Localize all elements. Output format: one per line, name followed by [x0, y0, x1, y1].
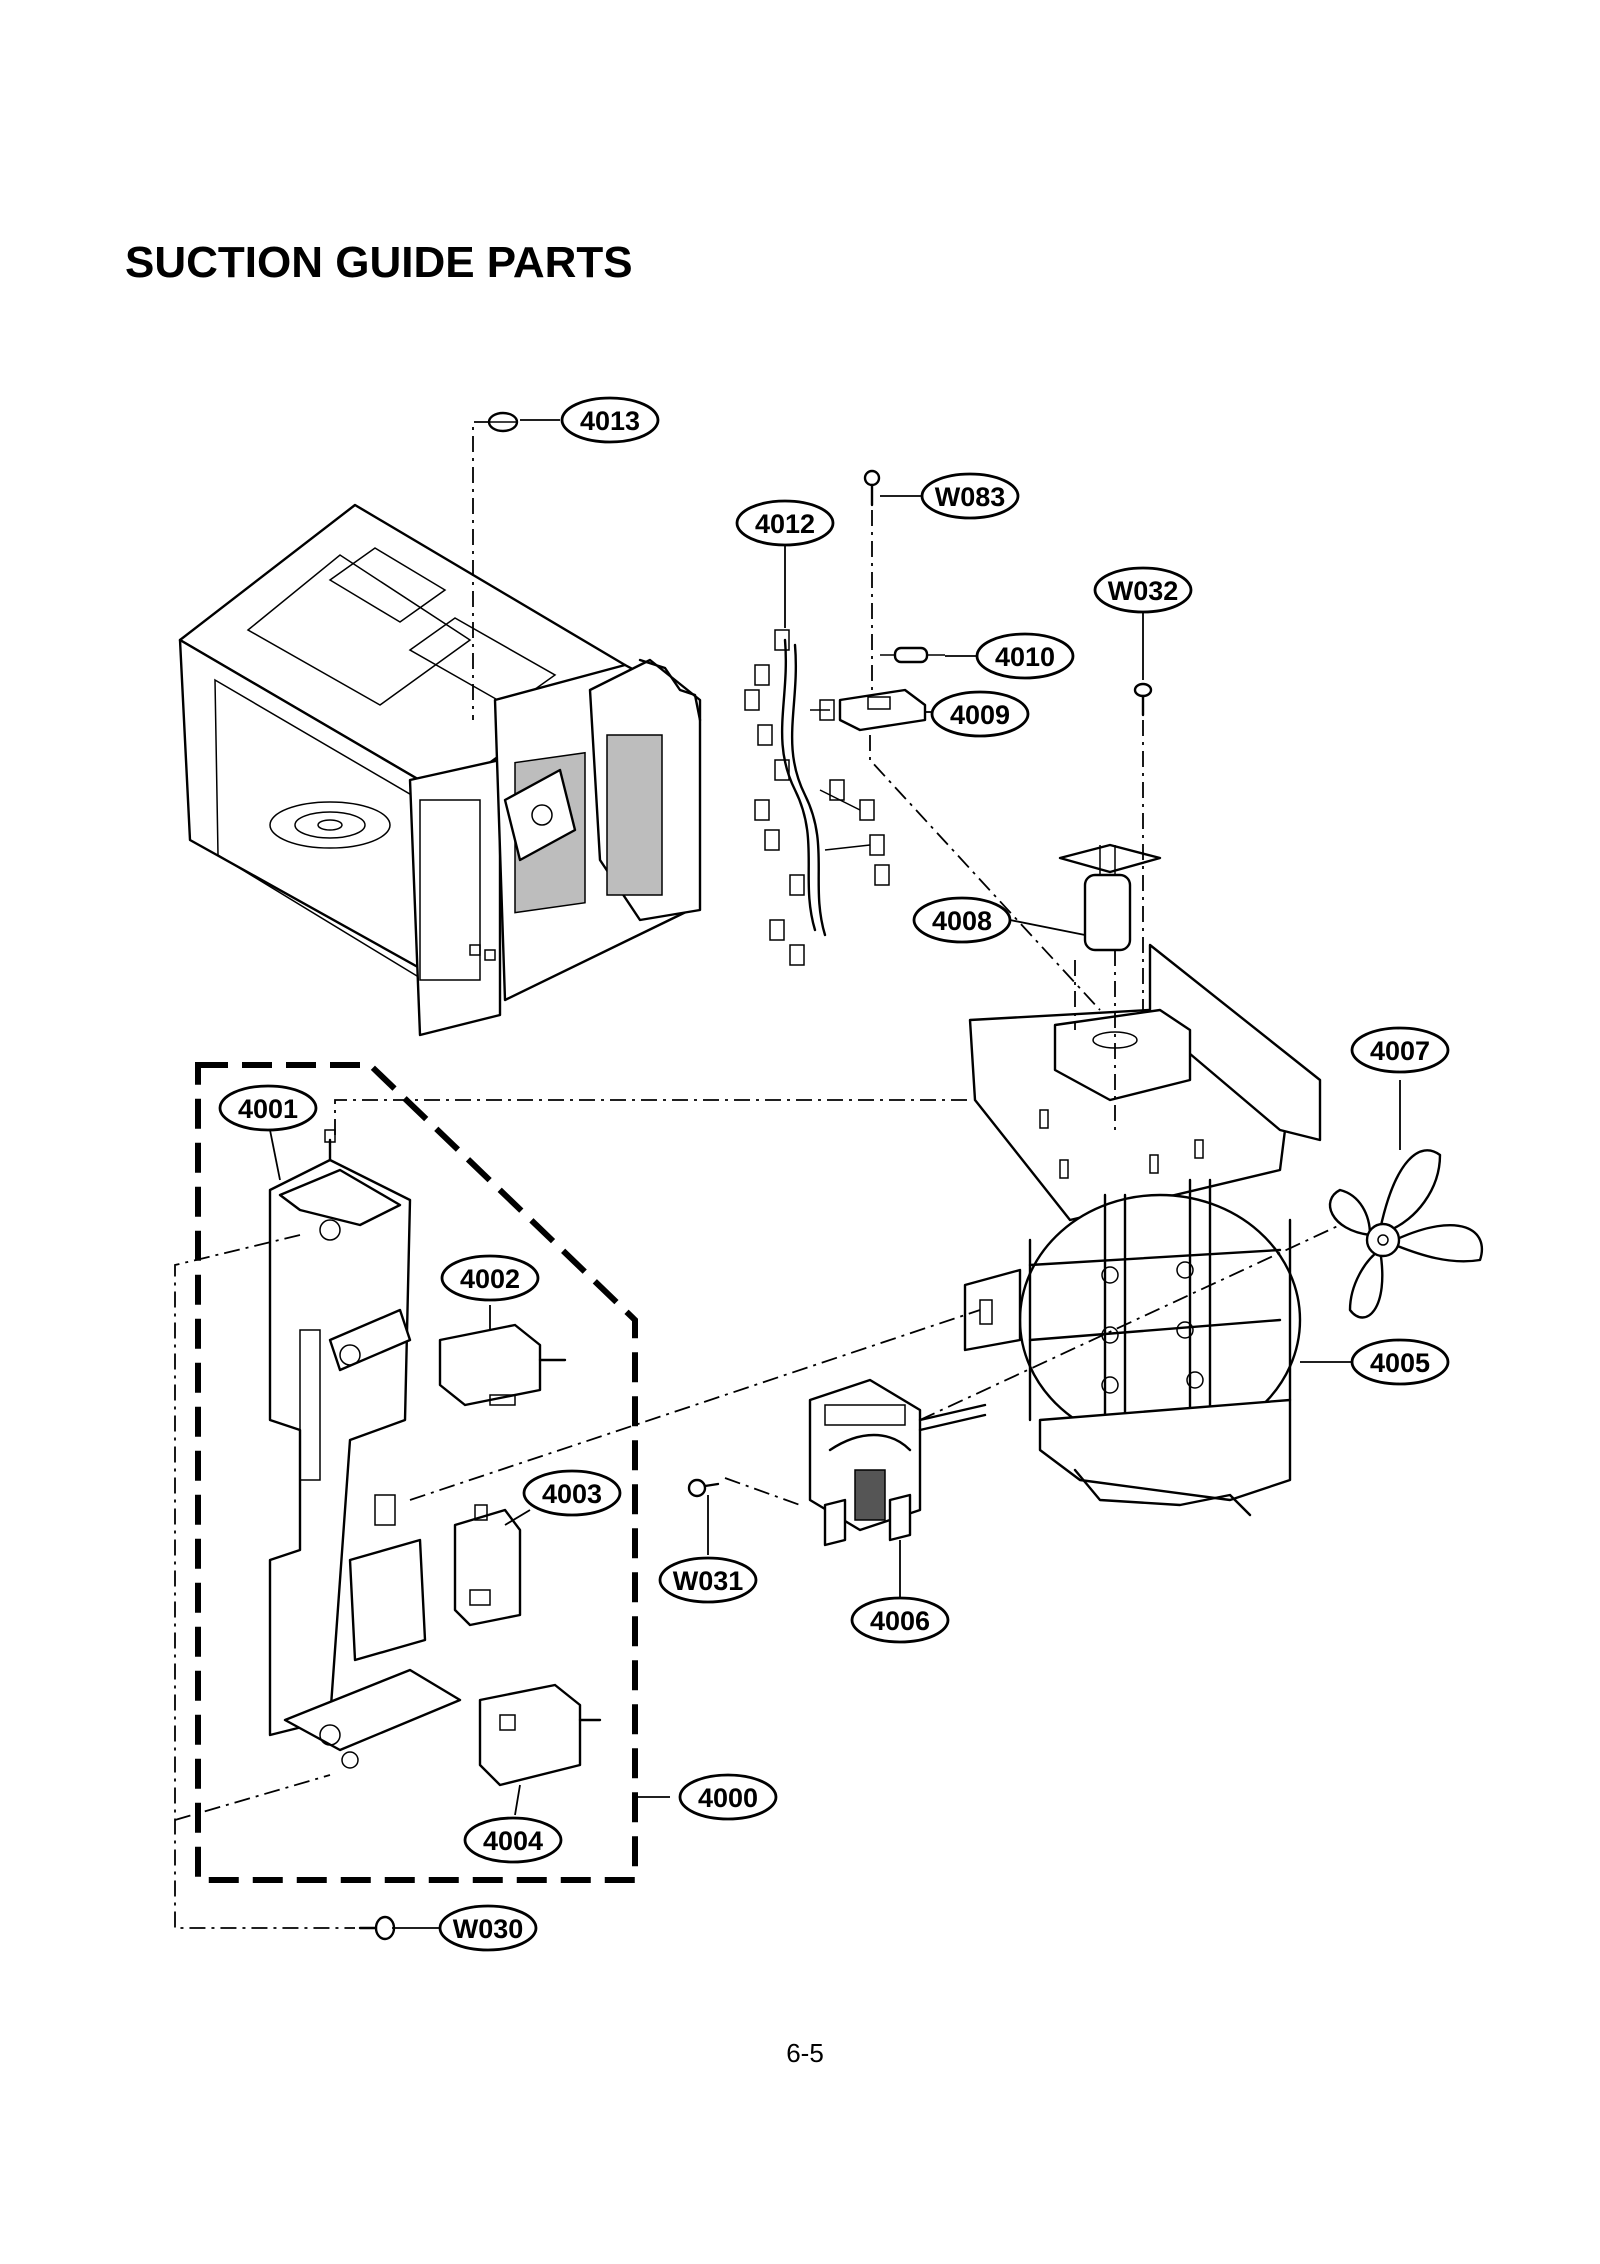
part-callout-4009: 4009 — [930, 690, 1030, 738]
fan-motor-4006-drawing — [687, 1378, 987, 1547]
part-callout-4012: 4012 — [735, 499, 835, 547]
switch-4004-drawing — [478, 1683, 602, 1787]
page-number: 6-5 — [786, 2038, 824, 2068]
fuse-holder-drawing — [838, 469, 945, 732]
part-callout-4005: 4005 — [1350, 1338, 1450, 1386]
part-number-label: W031 — [673, 1566, 744, 1596]
page-title: SUCTION GUIDE PARTS — [125, 238, 633, 287]
part-number-label: 4002 — [460, 1264, 520, 1294]
part-number-label: 4007 — [1370, 1036, 1430, 1066]
assembly-4000-boundary — [195, 1062, 638, 1883]
part-number-label: 4004 — [483, 1826, 543, 1856]
part-callout-4000: 4000 — [678, 1773, 778, 1821]
screw-w032-drawing — [1133, 682, 1153, 717]
callout-oval — [1350, 1338, 1450, 1386]
part-number-label: W032 — [1108, 576, 1179, 606]
part-number-label: 4001 — [238, 1094, 298, 1124]
part-callout-4008: 4008 — [912, 896, 1012, 944]
part-number-label: 4013 — [580, 406, 640, 436]
part-callout-4003: 4003 — [522, 1469, 622, 1517]
part-number-label: 4003 — [542, 1479, 602, 1509]
switch-4002-drawing — [438, 1323, 567, 1407]
suction-guide-4005-drawing — [963, 943, 1322, 1517]
wire-harness-drawing — [744, 629, 890, 966]
callout-oval — [522, 1469, 622, 1517]
part-callout-4006: 4006 — [850, 1596, 950, 1644]
callout-oval — [850, 1596, 950, 1644]
part-callout-4004: 4004 — [463, 1816, 563, 1864]
callout-oval — [912, 896, 1012, 944]
part-callout-4007: 4007 — [1350, 1026, 1450, 1074]
callout-oval — [438, 1904, 538, 1952]
switch-4003-drawing — [453, 1504, 522, 1627]
part-number-label: 4005 — [1370, 1348, 1430, 1378]
screw-w030-drawing — [358, 1915, 396, 1941]
callout-oval — [930, 690, 1030, 738]
part-number-label: 4008 — [932, 906, 992, 936]
part-callout-w032: W032 — [1093, 566, 1193, 614]
part-callout-4001: 4001 — [218, 1084, 318, 1132]
callout-oval — [678, 1773, 778, 1821]
part-number-label: W030 — [453, 1914, 524, 1944]
assembly-lines — [174, 421, 1341, 1929]
callout-oval — [1350, 1026, 1450, 1074]
part-number-label: 4006 — [870, 1606, 930, 1636]
leader-lines — [269, 419, 1401, 1929]
part-callout-w083: W083 — [920, 472, 1020, 520]
callout-oval — [440, 1254, 540, 1302]
part-callout-w030: W030 — [438, 1904, 538, 1952]
latch-board-4001-drawing — [268, 1129, 462, 1769]
callout-oval — [658, 1556, 758, 1604]
part-number-label: 4000 — [698, 1783, 758, 1813]
oven-cavity-drawing — [178, 503, 702, 1037]
callout-oval — [463, 1816, 563, 1864]
callout-oval — [218, 1084, 318, 1132]
callout-oval — [560, 396, 660, 444]
part-number-label: 4010 — [995, 642, 1055, 672]
part-number-label: 4012 — [755, 509, 815, 539]
part-callout-w031: W031 — [658, 1556, 758, 1604]
part-number-label: W083 — [935, 482, 1006, 512]
part-callout-4013: 4013 — [560, 396, 660, 444]
callout-oval — [975, 632, 1075, 680]
part-callout-4002: 4002 — [440, 1254, 540, 1302]
part-callout-4010: 4010 — [975, 632, 1075, 680]
lamp-4008-drawing — [1058, 843, 1162, 952]
callout-oval — [735, 499, 835, 547]
callout-oval — [1093, 566, 1193, 614]
thermostat-4013-drawing — [487, 411, 519, 433]
part-number-label: 4009 — [950, 700, 1010, 730]
fan-blade-4007-drawing — [1328, 1149, 1483, 1319]
callout-oval — [920, 472, 1020, 520]
